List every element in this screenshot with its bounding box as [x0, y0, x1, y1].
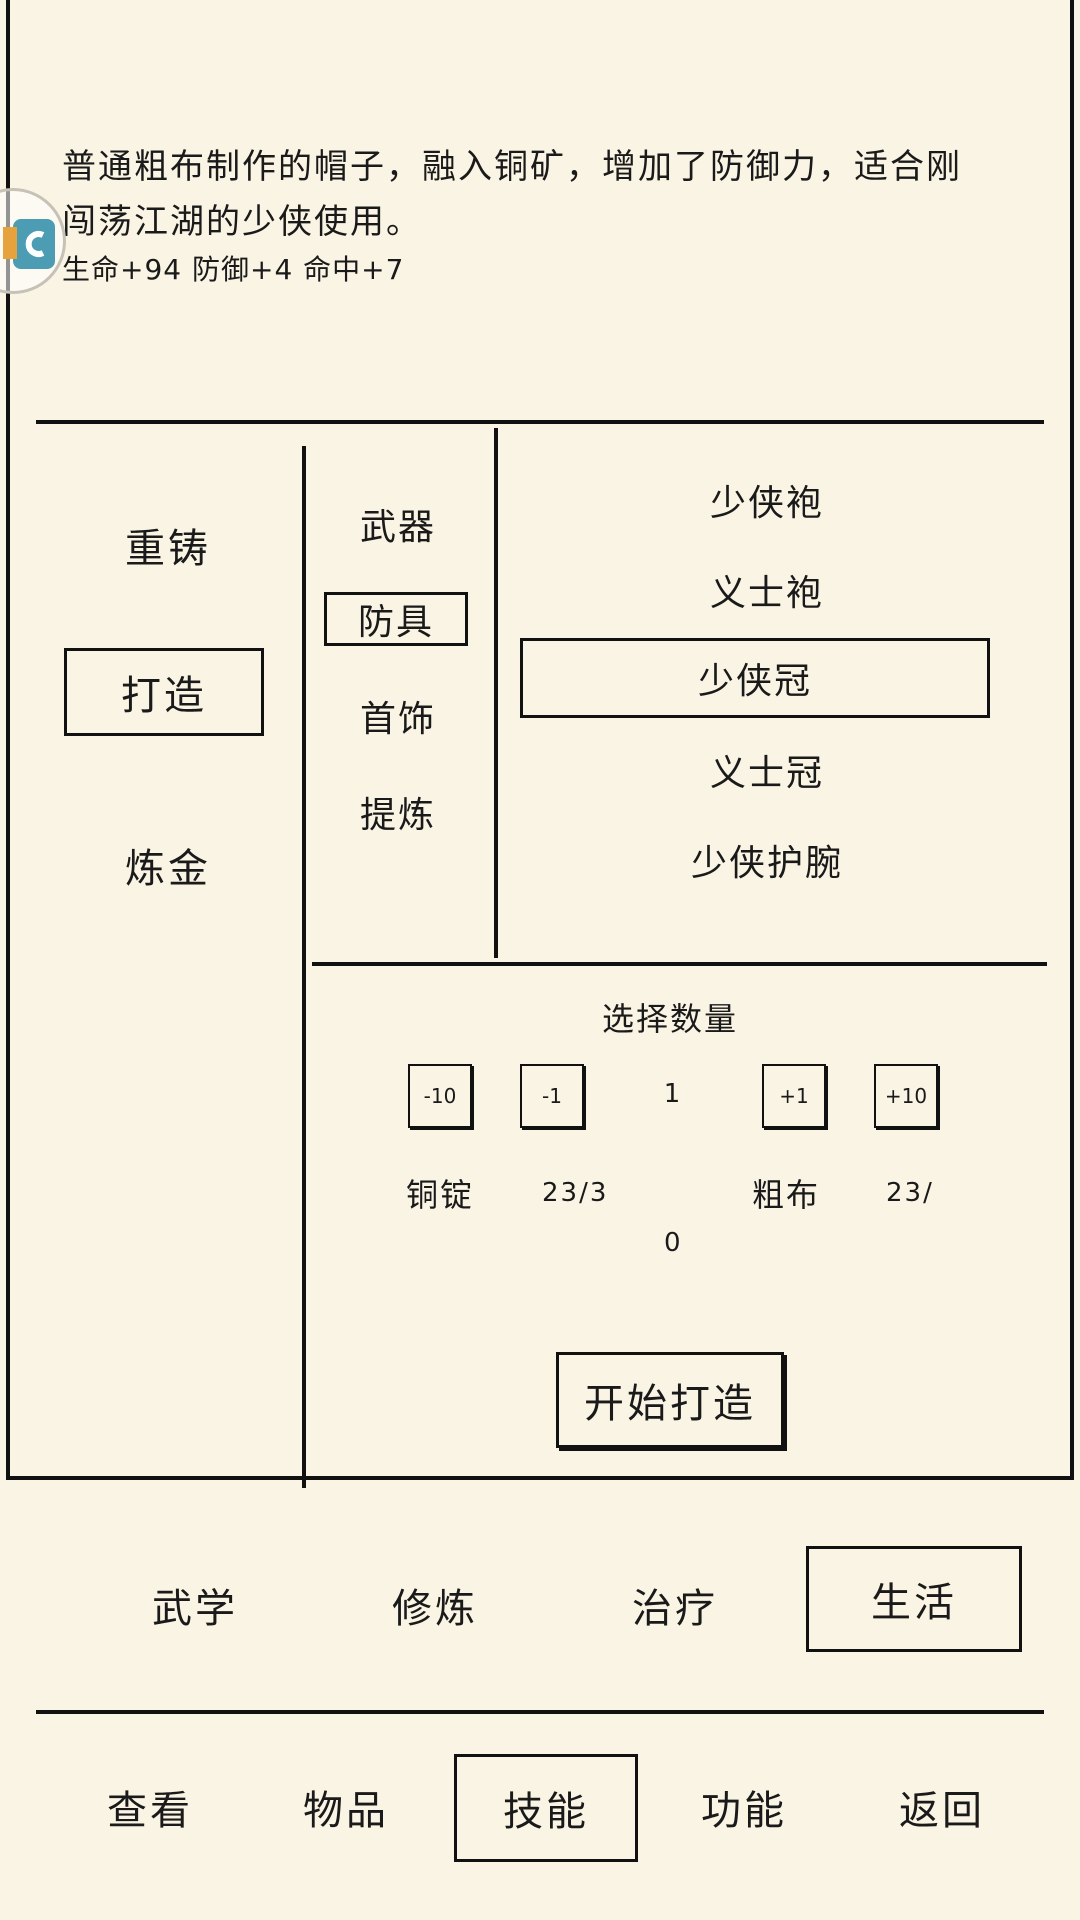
- right-section-divider: [312, 962, 1047, 966]
- frame-bottom-border: [6, 1476, 1074, 1480]
- quantity-title: 选择数量: [601, 1000, 738, 1038]
- craft-mode-forge[interactable]: 打造: [64, 648, 264, 736]
- description-line-1: 普通粗布制作的帽子，融入铜矿，增加了防御力，适合刚: [62, 147, 962, 187]
- quantity-value: 1: [663, 1079, 681, 1109]
- frame-left-border: [6, 0, 10, 1480]
- item-yishi-crown[interactable]: 义士冠: [709, 753, 824, 794]
- nav-view[interactable]: 查看: [107, 1788, 193, 1834]
- floating-assist-button[interactable]: [0, 188, 66, 294]
- material-copper-ingot-name: 铜锭: [406, 1176, 475, 1214]
- category-jewelry[interactable]: 首饰: [359, 699, 436, 740]
- category-refine[interactable]: 提炼: [359, 795, 436, 836]
- item-description: 普通粗布制作的帽子，融入铜矿，增加了防御力，适合刚 闯荡江湖的少侠使用。: [62, 140, 1022, 250]
- material-copper-ingot-count-wrap: 0: [664, 1228, 681, 1258]
- item-stats: 生命+94 防御+4 命中+7: [62, 253, 405, 286]
- minus-1-button[interactable]: -1: [520, 1064, 584, 1128]
- material-copper-ingot-count: 23/3: [542, 1178, 609, 1208]
- material-cloth-count: 23/: [886, 1178, 934, 1208]
- bottom-nav-divider: [36, 1710, 1044, 1714]
- item-shaoxia-crown[interactable]: 少侠冠: [520, 638, 990, 718]
- craft-mode-alchemy[interactable]: 炼金: [125, 846, 211, 892]
- skill-tab-martial[interactable]: 武学: [152, 1586, 238, 1632]
- plus-1-button[interactable]: +1: [762, 1064, 826, 1128]
- middle-column-divider: [494, 428, 498, 958]
- item-shaoxia-bracer[interactable]: 少侠护腕: [690, 843, 843, 884]
- top-divider: [36, 420, 1044, 424]
- nav-items[interactable]: 物品: [303, 1788, 389, 1834]
- skill-tab-life[interactable]: 生活: [806, 1546, 1022, 1652]
- item-yishi-robe[interactable]: 义士袍: [709, 573, 824, 614]
- frame-right-border: [1070, 0, 1074, 1480]
- craft-mode-recast[interactable]: 重铸: [125, 526, 211, 572]
- minus-10-button[interactable]: -10: [408, 1064, 472, 1128]
- material-cloth-name: 粗布: [752, 1176, 821, 1214]
- category-weapon[interactable]: 武器: [359, 507, 436, 548]
- skill-tab-cultivate[interactable]: 修炼: [392, 1586, 478, 1632]
- nav-back[interactable]: 返回: [899, 1788, 985, 1834]
- skill-tab-heal[interactable]: 治疗: [632, 1586, 718, 1632]
- left-column-divider: [302, 446, 306, 1488]
- nav-functions[interactable]: 功能: [701, 1788, 787, 1834]
- item-shaoxia-robe[interactable]: 少侠袍: [709, 483, 824, 524]
- category-armor[interactable]: 防具: [324, 592, 468, 646]
- start-forging-button[interactable]: 开始打造: [556, 1352, 784, 1448]
- description-line-2: 闯荡江湖的少侠使用。: [62, 202, 422, 242]
- nav-skills[interactable]: 技能: [454, 1754, 638, 1862]
- plus-10-button[interactable]: +10: [874, 1064, 938, 1128]
- floating-assist-icon: [3, 219, 55, 269]
